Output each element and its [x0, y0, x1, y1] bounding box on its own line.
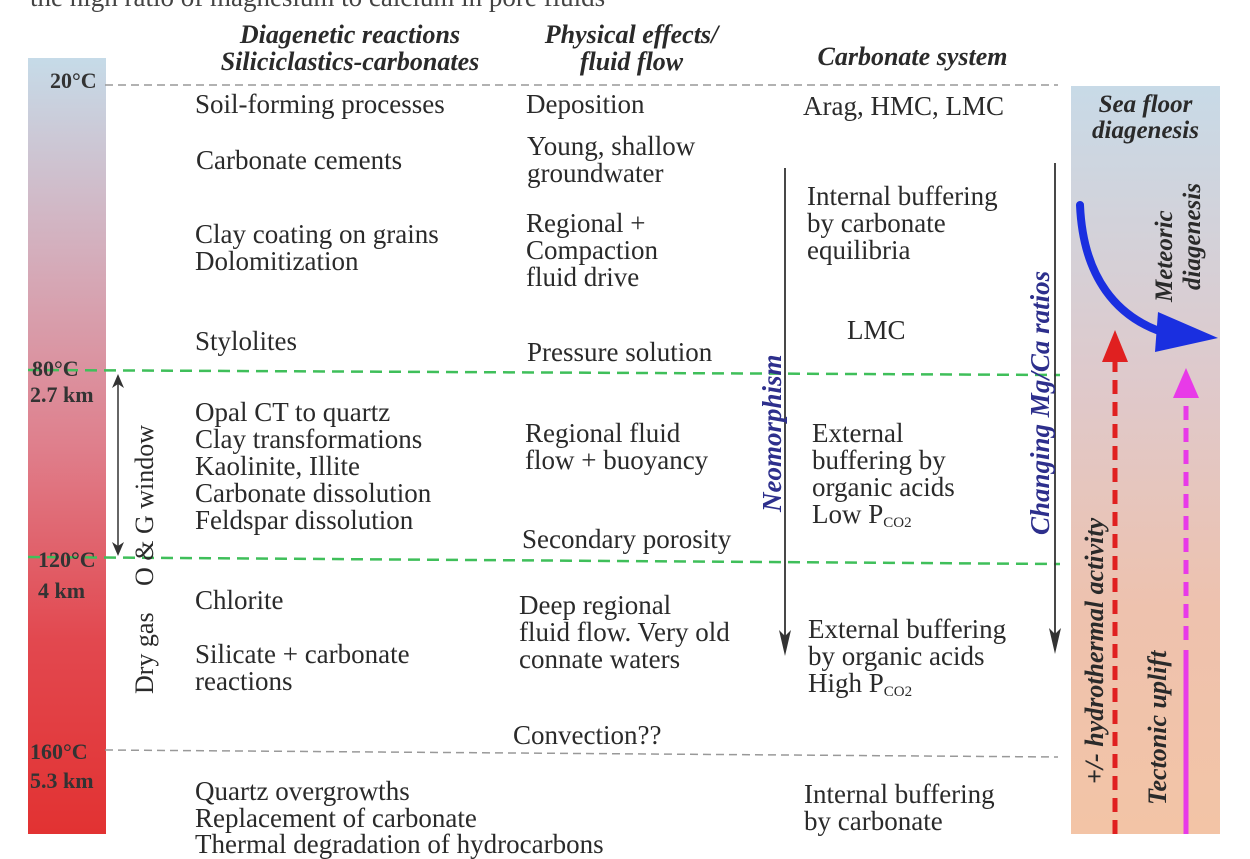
carb-external-1: External — [812, 418, 904, 448]
diag-stylolites: Stylolites — [195, 326, 298, 356]
diag-cements: Carbonate cements — [196, 145, 403, 175]
diag-carbonate-dissolution: Carbonate dissolution — [195, 478, 432, 508]
boundary-120c — [27, 555, 1061, 566]
sea-floor-line2: diagenesis — [1092, 117, 1199, 144]
header-carbonate: Carbonate system — [817, 42, 1008, 71]
boundary-80c — [27, 368, 1061, 377]
phys-convection: Convection?? — [513, 720, 662, 750]
phys-regional-2: Compaction — [526, 235, 658, 265]
header-diagenetic-line2: Siliciclastics-carbonates — [220, 47, 480, 76]
hydrothermal-label: +/- hydrothermal activity — [1080, 517, 1109, 784]
co2-subscript: CO2 — [883, 684, 913, 700]
meteoric-arrow — [1076, 201, 1176, 339]
depth-160c: 5.3 km — [30, 768, 94, 793]
temp-120c: 120°C — [38, 547, 96, 572]
depth-120c: 4 km — [38, 578, 86, 603]
phys-regional-1: Regional + — [526, 208, 646, 238]
depth-80c: 2.7 km — [30, 382, 94, 407]
diag-thermal: Thermal degradation of hydrocarbons — [195, 829, 604, 859]
carb-extbuf-2: by organic acids — [808, 641, 985, 671]
carb-external-2: buffering by — [812, 445, 946, 475]
low-p-text: Low P — [812, 499, 884, 529]
meteoric-label-2: diagenesis — [1179, 183, 1206, 290]
sea-floor-line1: Sea floor — [1098, 91, 1193, 118]
diag-opal: Opal CT to quartz — [195, 397, 391, 427]
phys-deep-3: connate waters — [519, 644, 681, 674]
co2-subscript: CO2 — [883, 515, 912, 531]
diag-silicate-1: Silicate + carbonate — [195, 639, 410, 669]
phys-secondary: Secondary porosity — [522, 524, 732, 554]
diag-clay-coating: Clay coating on grains — [195, 219, 439, 249]
carb-external-3: organic acids — [812, 472, 955, 502]
carb-lmc: LMC — [847, 315, 906, 345]
meteoric-label-1: Meteoric — [1151, 210, 1178, 302]
carb-arag: Arag, HMC, LMC — [803, 91, 1004, 121]
neomorphism-label: Neomorphism — [757, 354, 787, 512]
phys-regflow-2: flow + buoyancy — [525, 445, 709, 475]
diag-replacement: Replacement of carbonate — [195, 803, 477, 833]
phys-regional-3: fluid drive — [526, 262, 640, 292]
carb-internal-3: equilibria — [807, 235, 911, 265]
temp-20c: 20°C — [50, 68, 97, 93]
diag-dolomitization: Dolomitization — [195, 246, 359, 276]
carb-intbuf-1: Internal buffering — [804, 779, 995, 809]
phys-deep-2: fluid flow. Very old — [519, 617, 730, 647]
header-physical-line2: fluid flow — [579, 47, 684, 76]
carb-low-pco2: Low PCO2 — [812, 501, 912, 537]
high-p-text: High P — [808, 668, 884, 698]
og-window-label: O & G window — [130, 424, 159, 586]
diagram-lines — [27, 84, 1218, 834]
tectonic-uplift-label: Tectonic uplift — [1143, 650, 1172, 805]
diag-chlorite: Chlorite — [195, 585, 284, 615]
phys-pressure: Pressure solution — [527, 337, 713, 367]
temperature-gradient-bar — [28, 58, 106, 834]
phys-deposition: Deposition — [526, 89, 645, 119]
diag-soil: Soil-forming processes — [195, 89, 445, 119]
top-partial-text: the high ratio of magnesium to calcium i… — [30, 0, 605, 11]
dry-gas-label: Dry gas — [130, 612, 159, 694]
diag-feldspar-dissolution: Feldspar dissolution — [195, 505, 414, 535]
carb-internal-1: Internal buffering — [807, 181, 998, 211]
phys-deep-1: Deep regional — [519, 590, 672, 620]
header-physical-line1: Physical effects/ — [544, 20, 719, 49]
carb-internal-2: by carbonate — [807, 208, 946, 238]
diagenesis-side-panel — [1071, 86, 1220, 834]
temp-160c: 160°C — [30, 739, 88, 764]
temp-80c: 80°C — [32, 356, 79, 381]
phys-young-2: groundwater — [527, 158, 664, 188]
diag-quartz: Quartz overgrowths — [195, 776, 410, 806]
phys-young-1: Young, shallow — [527, 131, 696, 161]
diag-silicate-2: reactions — [195, 666, 293, 696]
boundary-160c — [104, 749, 1059, 758]
header-diagenetic-line1: Diagenetic reactions — [239, 20, 461, 49]
diag-kaolinite: Kaolinite, Illite — [195, 451, 360, 481]
diag-clay-transformations: Clay transformations — [195, 424, 423, 454]
phys-regflow-1: Regional fluid — [525, 418, 681, 448]
carb-high-pco2: High PCO2 — [808, 670, 912, 706]
carb-extbuf-1: External buffering — [808, 614, 1007, 644]
mgca-ratios-label: Changing Mg/Ca ratios — [1025, 270, 1055, 535]
carb-intbuf-2: by carbonate — [804, 806, 943, 836]
